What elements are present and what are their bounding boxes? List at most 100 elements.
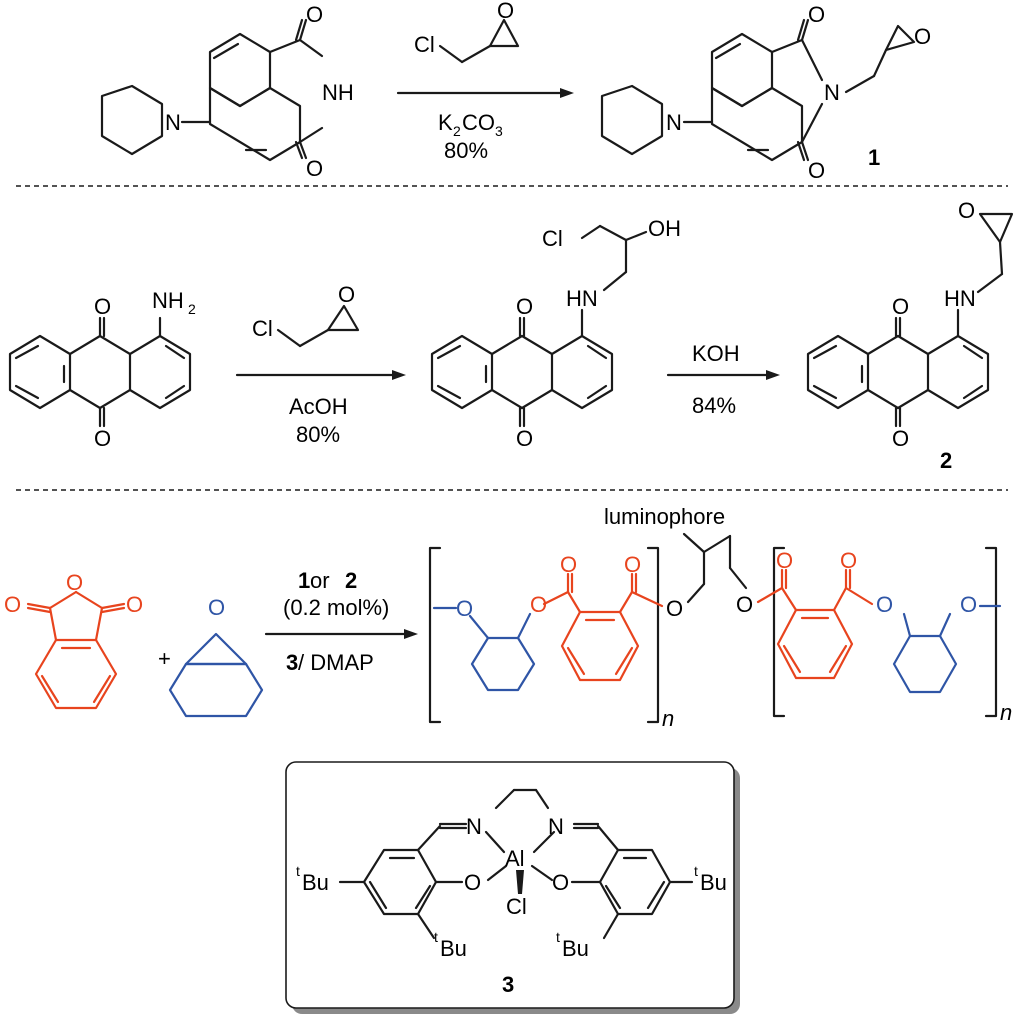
atom-O: O bbox=[306, 156, 323, 181]
atom-O: O bbox=[464, 870, 481, 895]
repeat-index-n: n bbox=[662, 706, 674, 731]
tert-butyl-bottom-right: t Bu bbox=[556, 929, 589, 961]
naphthalimide-reactant bbox=[100, 18, 324, 162]
atom-O: O bbox=[516, 426, 533, 451]
atom-O: O bbox=[892, 426, 909, 451]
atom-O: O bbox=[94, 426, 111, 451]
chlorohydrin-intermediate bbox=[430, 224, 648, 428]
svg-text:2: 2 bbox=[453, 123, 461, 139]
atom-O: O bbox=[530, 592, 547, 617]
atom-O: O bbox=[808, 158, 825, 183]
svg-text:K: K bbox=[438, 110, 453, 135]
atom-N: N bbox=[666, 110, 682, 135]
tert-butyl-right: t Bu bbox=[694, 863, 727, 895]
atom-N: N bbox=[165, 110, 181, 135]
atom-O: O bbox=[624, 552, 641, 577]
svg-text:3: 3 bbox=[495, 123, 503, 139]
catalyst-loading: (0.2 mol%) bbox=[283, 595, 389, 620]
cyclohexene-oxide bbox=[168, 632, 264, 718]
atom-O: O bbox=[4, 592, 21, 617]
salen-al-complex bbox=[338, 788, 694, 940]
reaction-arrow bbox=[666, 370, 780, 380]
svg-text:t: t bbox=[296, 863, 300, 879]
atom-O: O bbox=[914, 24, 931, 49]
atom-OH: OH bbox=[648, 216, 681, 241]
reaction-arrow bbox=[235, 370, 406, 380]
product-1-structure bbox=[600, 18, 916, 162]
atom-N: N bbox=[824, 80, 840, 105]
reagent-cl: Cl bbox=[414, 32, 435, 57]
reaction-arrow bbox=[396, 88, 574, 98]
polymer-right-unit bbox=[756, 568, 1002, 694]
atom-O: O bbox=[736, 592, 753, 617]
phthalic-anhydride bbox=[26, 590, 126, 710]
base-k2co3: K 2 CO 3 bbox=[438, 110, 503, 139]
catalyst-box bbox=[285, 761, 735, 1009]
atom-Cl: Cl bbox=[506, 894, 527, 919]
solvent-acoh: AcOH bbox=[289, 394, 348, 419]
atom-Al: Al bbox=[505, 846, 525, 871]
atom-O: O bbox=[776, 548, 793, 573]
atom-O: O bbox=[338, 282, 355, 307]
atom-NH-subscript: 2 bbox=[188, 301, 196, 317]
atom-O: O bbox=[666, 596, 683, 621]
tert-butyl-left: t Bu bbox=[296, 863, 329, 895]
compound-label-3: 3 bbox=[502, 972, 514, 997]
atom-HN: HN bbox=[566, 286, 598, 311]
compound-label-1: 1 bbox=[868, 145, 880, 170]
atom-O: O bbox=[960, 592, 977, 617]
luminophore-linker bbox=[682, 532, 748, 604]
yield-2b: 84% bbox=[692, 393, 736, 418]
tert-butyl-bottom-left: t Bu bbox=[434, 929, 467, 961]
catalyst-condition-line1: 1 or 2 bbox=[298, 568, 357, 593]
svg-text:Bu: Bu bbox=[562, 936, 589, 961]
atom-NH: NH bbox=[322, 80, 354, 105]
atom-O: O bbox=[126, 592, 143, 617]
svg-text:Bu: Bu bbox=[302, 870, 329, 895]
svg-text:Bu: Bu bbox=[440, 936, 467, 961]
atom-O: O bbox=[516, 294, 533, 319]
svg-text:t: t bbox=[434, 929, 438, 945]
svg-text:3: 3 bbox=[286, 650, 298, 675]
polymer-left-bracket bbox=[428, 546, 660, 724]
atom-Cl: Cl bbox=[542, 226, 563, 251]
reaction-arrow bbox=[264, 629, 418, 639]
atom-HN: HN bbox=[944, 286, 976, 311]
svg-text:2: 2 bbox=[345, 568, 357, 593]
atom-N: N bbox=[548, 814, 564, 839]
compound-label-2: 2 bbox=[940, 448, 952, 473]
atom-O: O bbox=[560, 552, 577, 577]
luminophore-label: luminophore bbox=[604, 504, 725, 529]
atom-O: O bbox=[958, 198, 975, 223]
atom-O: O bbox=[892, 294, 909, 319]
svg-text:t: t bbox=[694, 863, 698, 879]
svg-text:t: t bbox=[556, 929, 560, 945]
atom-O: O bbox=[208, 595, 225, 620]
atom-NH: NH bbox=[152, 288, 184, 313]
cocatalyst-condition: 3 / DMAP bbox=[286, 650, 374, 675]
polymer-right-bracket bbox=[772, 546, 998, 718]
atom-O: O bbox=[66, 570, 83, 595]
svg-text:or: or bbox=[310, 568, 330, 593]
yield-2a: 80% bbox=[296, 422, 340, 447]
atom-O: O bbox=[94, 294, 111, 319]
repeat-index-n: n bbox=[1000, 700, 1012, 725]
atom-O: O bbox=[876, 592, 893, 617]
epichlorohydrin-reagent bbox=[438, 18, 520, 64]
yield-1: 80% bbox=[444, 138, 488, 163]
atom-N: N bbox=[466, 814, 482, 839]
epichlorohydrin-reagent bbox=[276, 304, 360, 348]
atom-O: O bbox=[497, 0, 514, 23]
atom-O: O bbox=[840, 548, 857, 573]
reagent-cl: Cl bbox=[252, 316, 273, 341]
atom-O: O bbox=[552, 870, 569, 895]
svg-text:CO: CO bbox=[462, 110, 495, 135]
atom-O: O bbox=[456, 596, 473, 621]
atom-O: O bbox=[808, 2, 825, 27]
plus-sign: + bbox=[158, 646, 171, 671]
atom-O: O bbox=[306, 2, 323, 27]
aminoanthraquinone-reactant bbox=[8, 316, 192, 428]
svg-text:1: 1 bbox=[298, 568, 310, 593]
product-2-structure bbox=[806, 212, 1014, 428]
